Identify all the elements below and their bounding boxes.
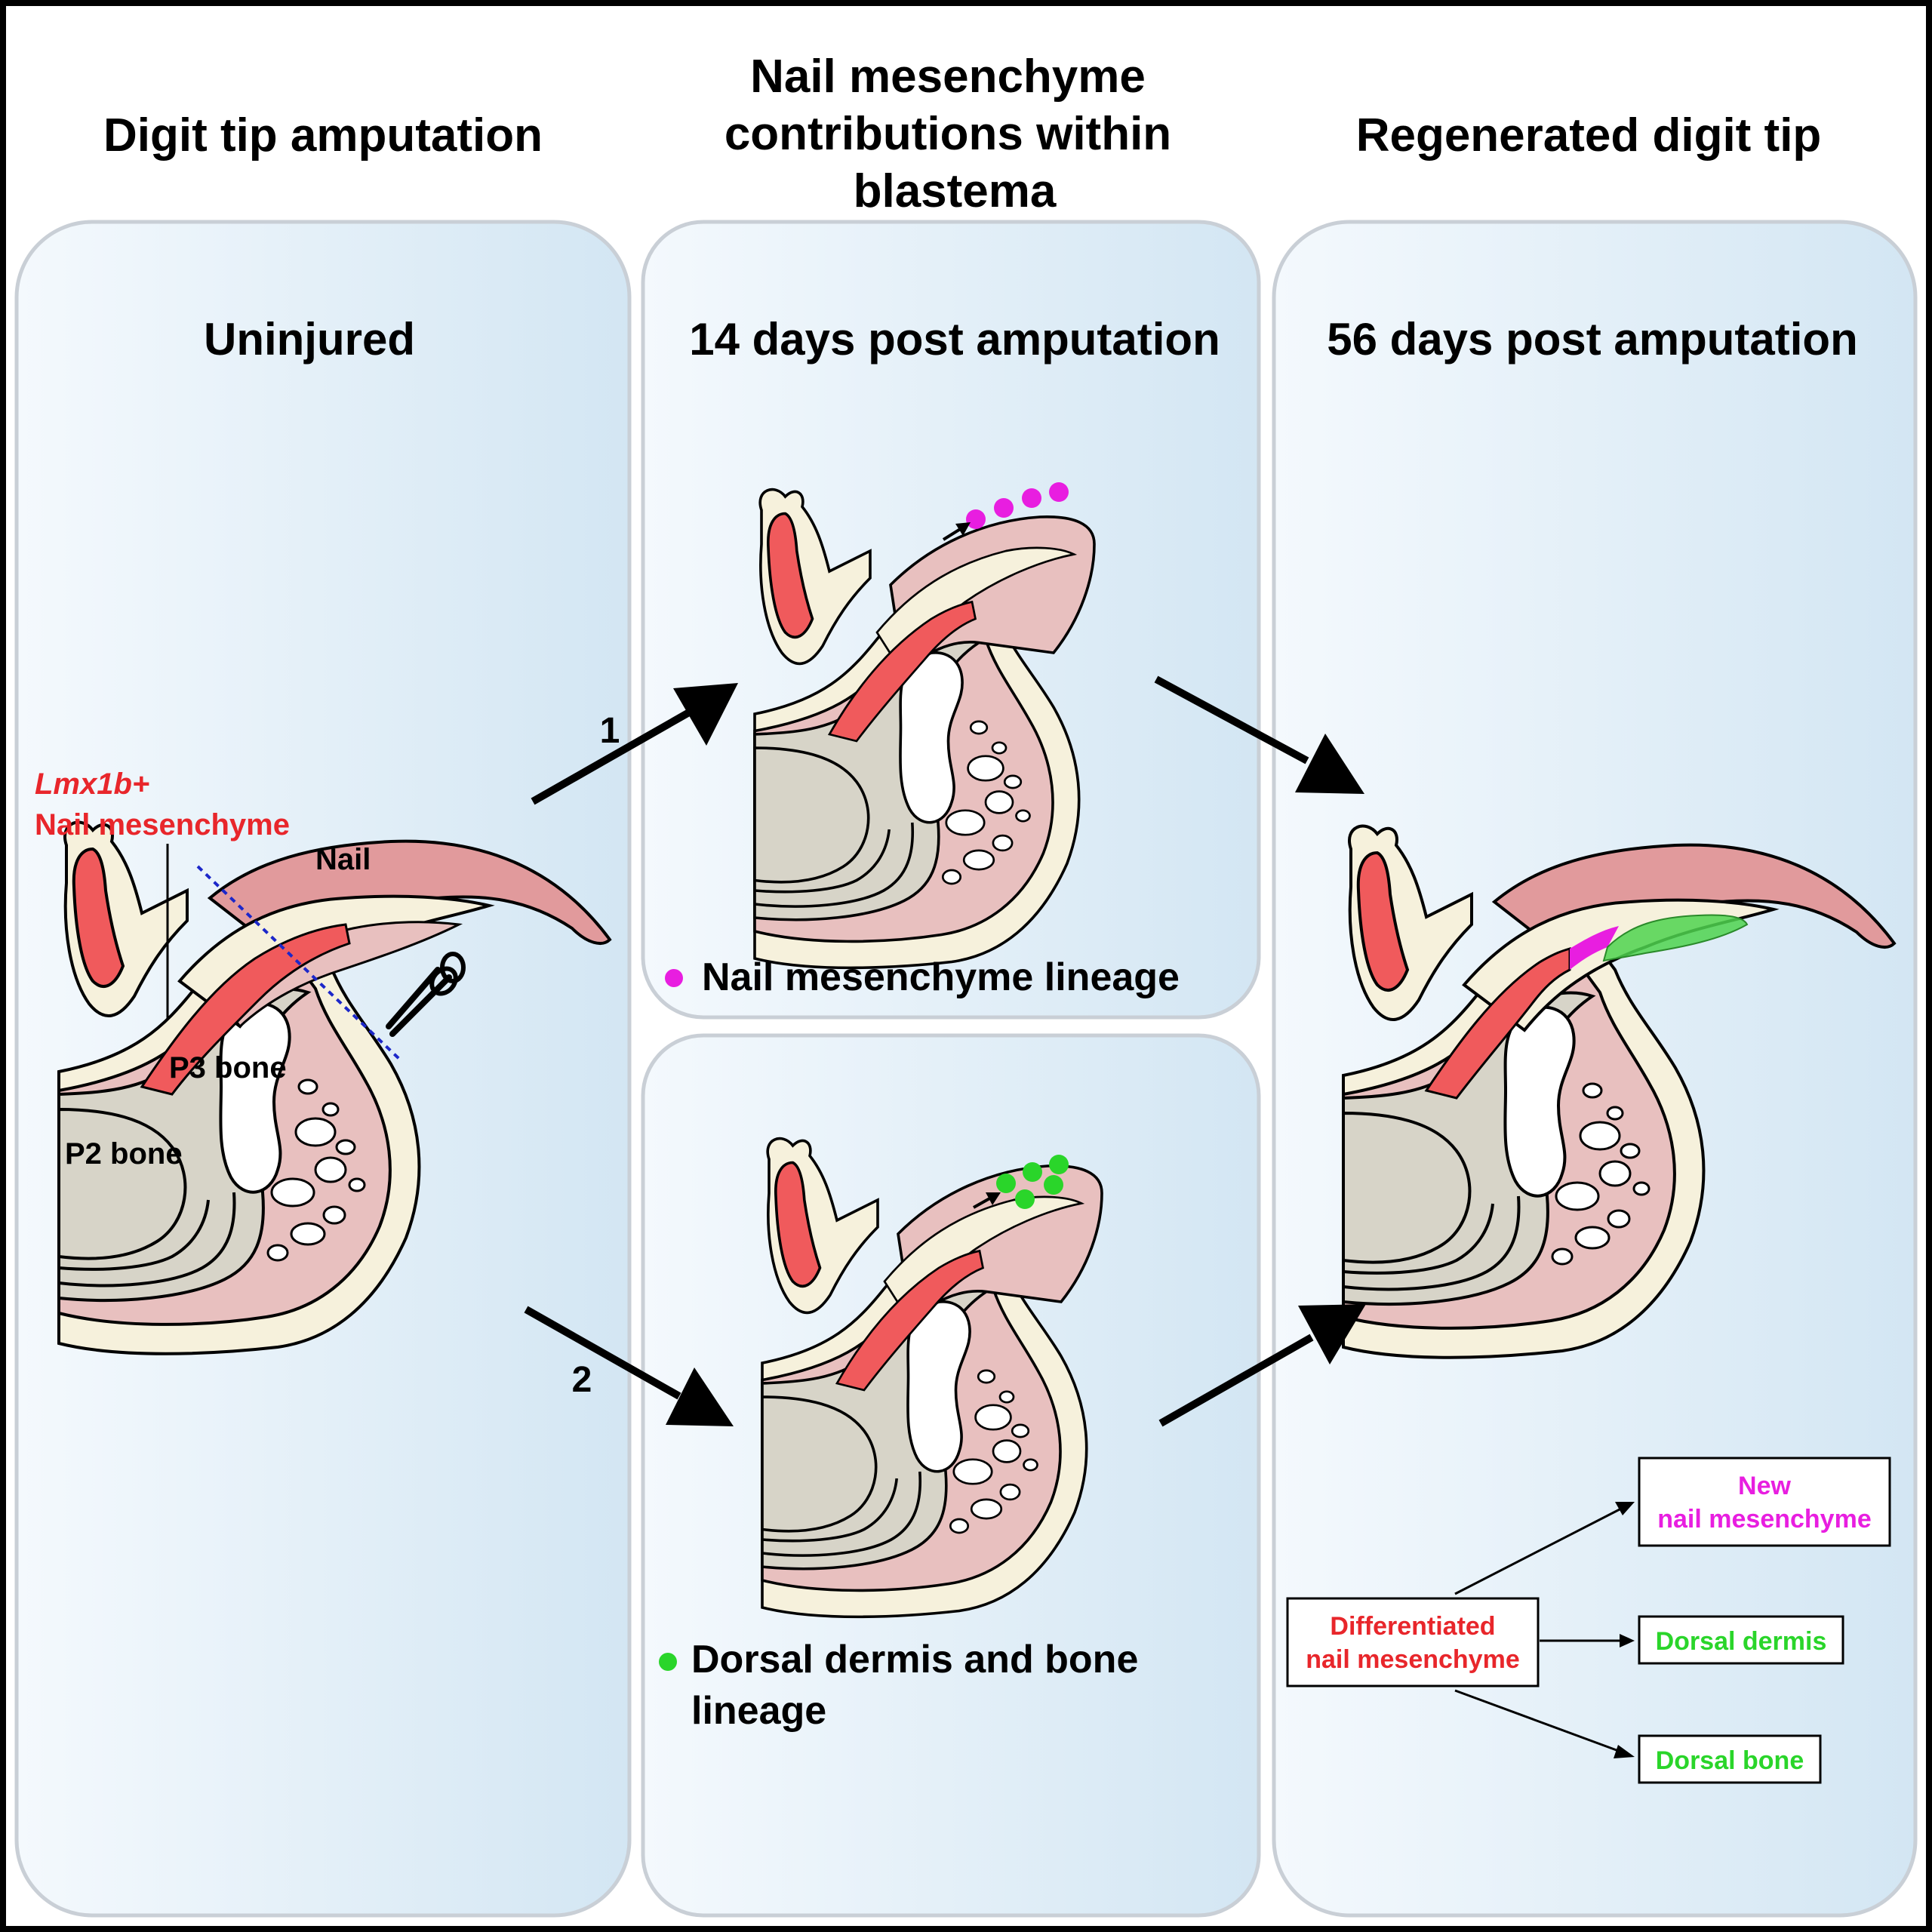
right-column-title: Regenerated digit tip xyxy=(1356,109,1822,162)
p3-bone-label: P3 bone xyxy=(169,1051,287,1084)
left-column-title: Digit tip amputation xyxy=(103,109,543,162)
arrow-uninjured-to-dpa14-top xyxy=(531,683,738,805)
fate-arrow-new-nail xyxy=(1454,1502,1635,1595)
middle-column-title-line3: blastema xyxy=(854,165,1057,217)
nail-lineage-legend-text: Nail mesenchyme lineage xyxy=(702,955,1180,999)
regenerated-digit xyxy=(1342,824,1897,1359)
arrow-uninjured-to-dpa14-bottom xyxy=(524,1306,734,1426)
green-dot xyxy=(1023,1162,1042,1182)
dorsal-dermis-box xyxy=(1638,1615,1844,1665)
dorsal-dermis-box-text: Dorsal dermis xyxy=(1656,1627,1827,1656)
nail-mesenchyme-band xyxy=(140,923,351,1096)
nail-lineage-dots xyxy=(966,482,1069,529)
nail-lineage-legend-dot xyxy=(665,969,683,987)
dpa56-heading: 56 days post amputation xyxy=(1327,314,1857,365)
uninjured-heading: Uninjured xyxy=(204,314,415,365)
arrow-dpa14-top-to-dpa56 xyxy=(1154,675,1364,794)
new-nail-mesenchyme-region xyxy=(1570,926,1619,970)
dermis-lineage-dots xyxy=(996,1155,1069,1209)
magenta-dot xyxy=(994,498,1014,518)
p2-bone-label: P2 bone xyxy=(65,1137,183,1171)
new-nail-box-line2: nail mesenchyme xyxy=(1657,1505,1871,1534)
new-nail-box-line1: New xyxy=(1738,1472,1791,1500)
path-1-label: 1 xyxy=(600,711,620,751)
dpa14-heading: 14 days post amputation xyxy=(689,314,1220,365)
dorsal-dermis-bone-region xyxy=(1602,914,1749,962)
new-nail-mesenchyme-box xyxy=(1638,1457,1891,1547)
magenta-dot xyxy=(1022,488,1041,508)
amputation-plane xyxy=(196,865,401,1061)
magenta-dot xyxy=(966,509,986,529)
dermis-lineage-legend-dot xyxy=(659,1653,677,1671)
green-dot xyxy=(996,1174,1016,1193)
dpa14-digit-bottom xyxy=(761,1137,1103,1619)
dpa14-digit-top xyxy=(753,488,1096,970)
differentiated-nail-mesenchyme-box xyxy=(1286,1597,1540,1687)
magenta-dot xyxy=(1049,482,1069,502)
dermis-lineage-legend-line1: Dorsal dermis and bone xyxy=(691,1638,1138,1681)
nail-mesenchyme-label: Nail mesenchyme xyxy=(35,808,290,841)
uninjured-digit xyxy=(57,820,612,1355)
differentiated-box-line1: Differentiated xyxy=(1330,1612,1495,1641)
scissors-icon xyxy=(386,952,466,1037)
fate-arrow-dorsal-dermis xyxy=(1540,1634,1635,1647)
path-2-label: 2 xyxy=(572,1360,592,1400)
green-dot xyxy=(1015,1189,1035,1209)
nail-label: Nail xyxy=(315,843,371,876)
differentiated-box-line2: nail mesenchyme xyxy=(1306,1645,1519,1674)
middle-column-title-line1: Nail mesenchyme xyxy=(750,51,1146,103)
dorsal-bone-box xyxy=(1638,1734,1822,1784)
lmx1b-label: Lmx1b+ xyxy=(35,768,149,801)
middle-column-title-line2: contributions within xyxy=(724,108,1171,160)
green-dot xyxy=(1049,1155,1069,1174)
dermis-lineage-legend-line2: lineage xyxy=(691,1689,826,1733)
green-dot xyxy=(1044,1175,1063,1195)
arrow-dpa14-bottom-to-dpa56 xyxy=(1158,1304,1366,1427)
fate-arrow-dorsal-bone xyxy=(1454,1689,1635,1758)
dorsal-bone-box-text: Dorsal bone xyxy=(1656,1746,1804,1775)
